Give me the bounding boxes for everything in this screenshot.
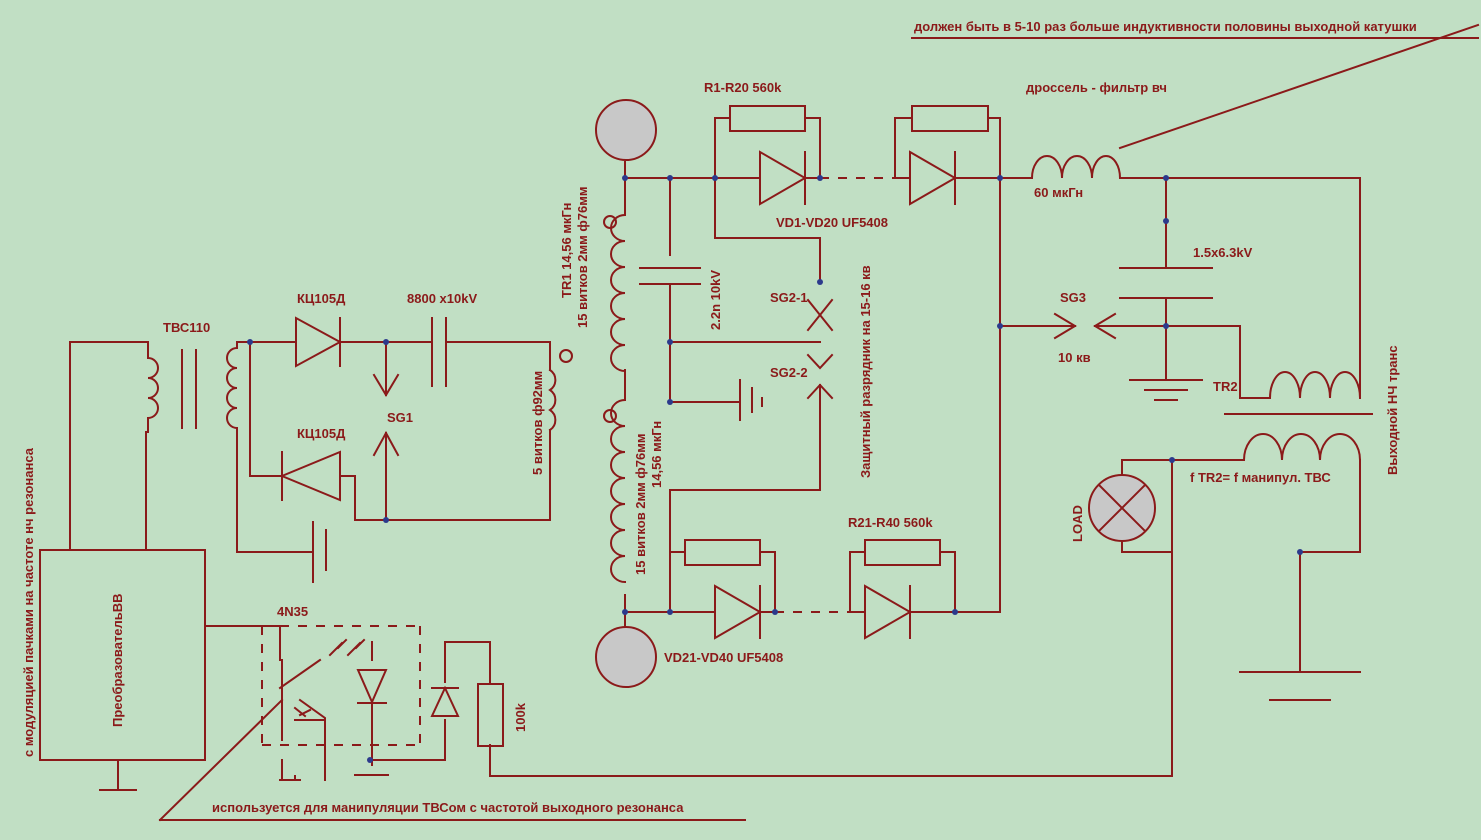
- r100k-resistor: [477, 683, 504, 747]
- load-lamp-icon: [1088, 474, 1156, 542]
- label-cap-2n2: 2.2n 10kV: [708, 270, 723, 330]
- label-tbc110: ТВС110: [163, 320, 210, 335]
- label-tr1-bottom: 15 витков 2мм ф76мм: [633, 434, 648, 575]
- label-sg2-1: SG2-1: [770, 290, 808, 305]
- label-sg3: SG3: [1060, 290, 1086, 305]
- label-r21-r40: R21-R40 560k: [848, 515, 933, 530]
- primary-5-turn-coil: [548, 368, 557, 432]
- label-cap-out: 1.5x6.3kV: [1193, 245, 1253, 260]
- label-primary-5-turn: 5 витков ф92мм: [530, 371, 545, 475]
- tr2-upper-winding: [1268, 371, 1362, 400]
- label-sg2-2: SG2-2: [770, 365, 808, 380]
- label-protective-gap: Защитный разрядник на 15-16 кв: [858, 265, 873, 478]
- label-sg1: SG1: [387, 410, 413, 425]
- label-load: LOAD: [1070, 505, 1085, 542]
- opto-led: [356, 669, 388, 705]
- label-vd1-vd20: VD1-VD20 UF5408: [776, 215, 888, 230]
- label-cap-8800: 8800 x10kV: [407, 291, 477, 306]
- junction-nodes: [247, 175, 1303, 763]
- label-choke: дроссель - фильтр вч: [1026, 80, 1167, 95]
- choke-coil: [1030, 155, 1122, 180]
- kc105d-bottom-diode: [279, 450, 341, 502]
- converter-box: [39, 549, 206, 761]
- label-converter: ПреобразовательВВ: [110, 593, 125, 727]
- vd21-diode: [714, 584, 762, 640]
- label-output-transformer: Выходной НЧ транс: [1385, 345, 1400, 475]
- kc105d-top-diode: [295, 316, 343, 368]
- label-tr2: TR2: [1213, 379, 1238, 394]
- r-lower-left-resistor: [684, 539, 761, 566]
- label-tr1-top: TR1 14,56 мкГн: [559, 203, 574, 298]
- r21-r40-resistor: [864, 539, 941, 566]
- text-labels: должен быть в 5-10 раз больше индуктивно…: [21, 19, 1417, 815]
- label-r1-r20: R1-R20 560k: [704, 80, 782, 95]
- note-bottom: используется для манипуляции ТВСом с час…: [212, 800, 684, 815]
- tr1-top-winding: [610, 213, 627, 373]
- tr2-lower-winding: [1242, 433, 1362, 462]
- components: [146, 99, 1362, 747]
- vd40-diode: [864, 584, 912, 640]
- vd20-diode: [909, 150, 957, 206]
- label-choke-value: 60 мкГн: [1034, 185, 1083, 200]
- note-top: должен быть в 5-10 раз больше индуктивно…: [914, 19, 1417, 34]
- tbc110-primary-coil: [146, 356, 159, 420]
- tbc110-secondary-coil: [226, 346, 239, 430]
- vd1-diode: [759, 150, 807, 206]
- top-sphere-terminal: [595, 99, 657, 161]
- label-tr1-top-2: 15 витков 2мм ф76мм: [575, 187, 590, 328]
- label-kc105d-bottom: КЦ105Д: [297, 426, 346, 441]
- label-tr1-bottom-2: 14,56 мкГн: [649, 421, 664, 488]
- tr1-bottom-winding: [610, 398, 627, 584]
- label-r100k: 100k: [513, 702, 528, 732]
- r-group-right-resistor: [911, 105, 989, 132]
- note-left: с модуляцией пачками на частоте нч резон…: [21, 447, 36, 757]
- bottom-sphere-terminal: [595, 626, 657, 688]
- label-f-tr2: f TR2= f манипул. ТВС: [1190, 470, 1331, 485]
- label-kc105d-top: КЦ105Д: [297, 291, 346, 306]
- wiring: [39, 23, 1480, 822]
- label-sg3-voltage: 10 кв: [1058, 350, 1091, 365]
- label-opto: 4N35: [277, 604, 308, 619]
- label-vd21-vd40: VD21-VD40 UF5408: [664, 650, 783, 665]
- r1-r20-resistor: [729, 105, 806, 132]
- opto-diode: [430, 685, 460, 717]
